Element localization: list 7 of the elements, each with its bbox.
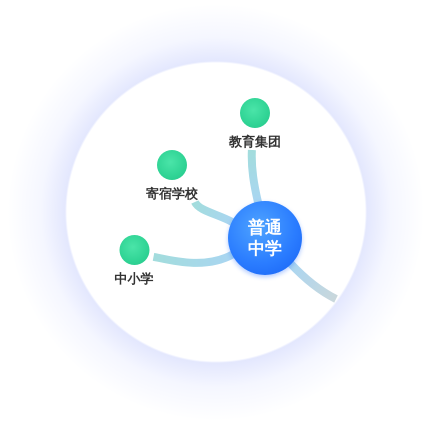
branch-line <box>192 200 234 226</box>
node-label: 教育集团 <box>229 134 281 150</box>
branch-line <box>248 150 262 204</box>
branch-line <box>288 260 338 303</box>
node-label: 寄宿学校 <box>146 186 198 202</box>
branch-line <box>152 250 235 267</box>
node-label: 中小学 <box>114 271 154 287</box>
